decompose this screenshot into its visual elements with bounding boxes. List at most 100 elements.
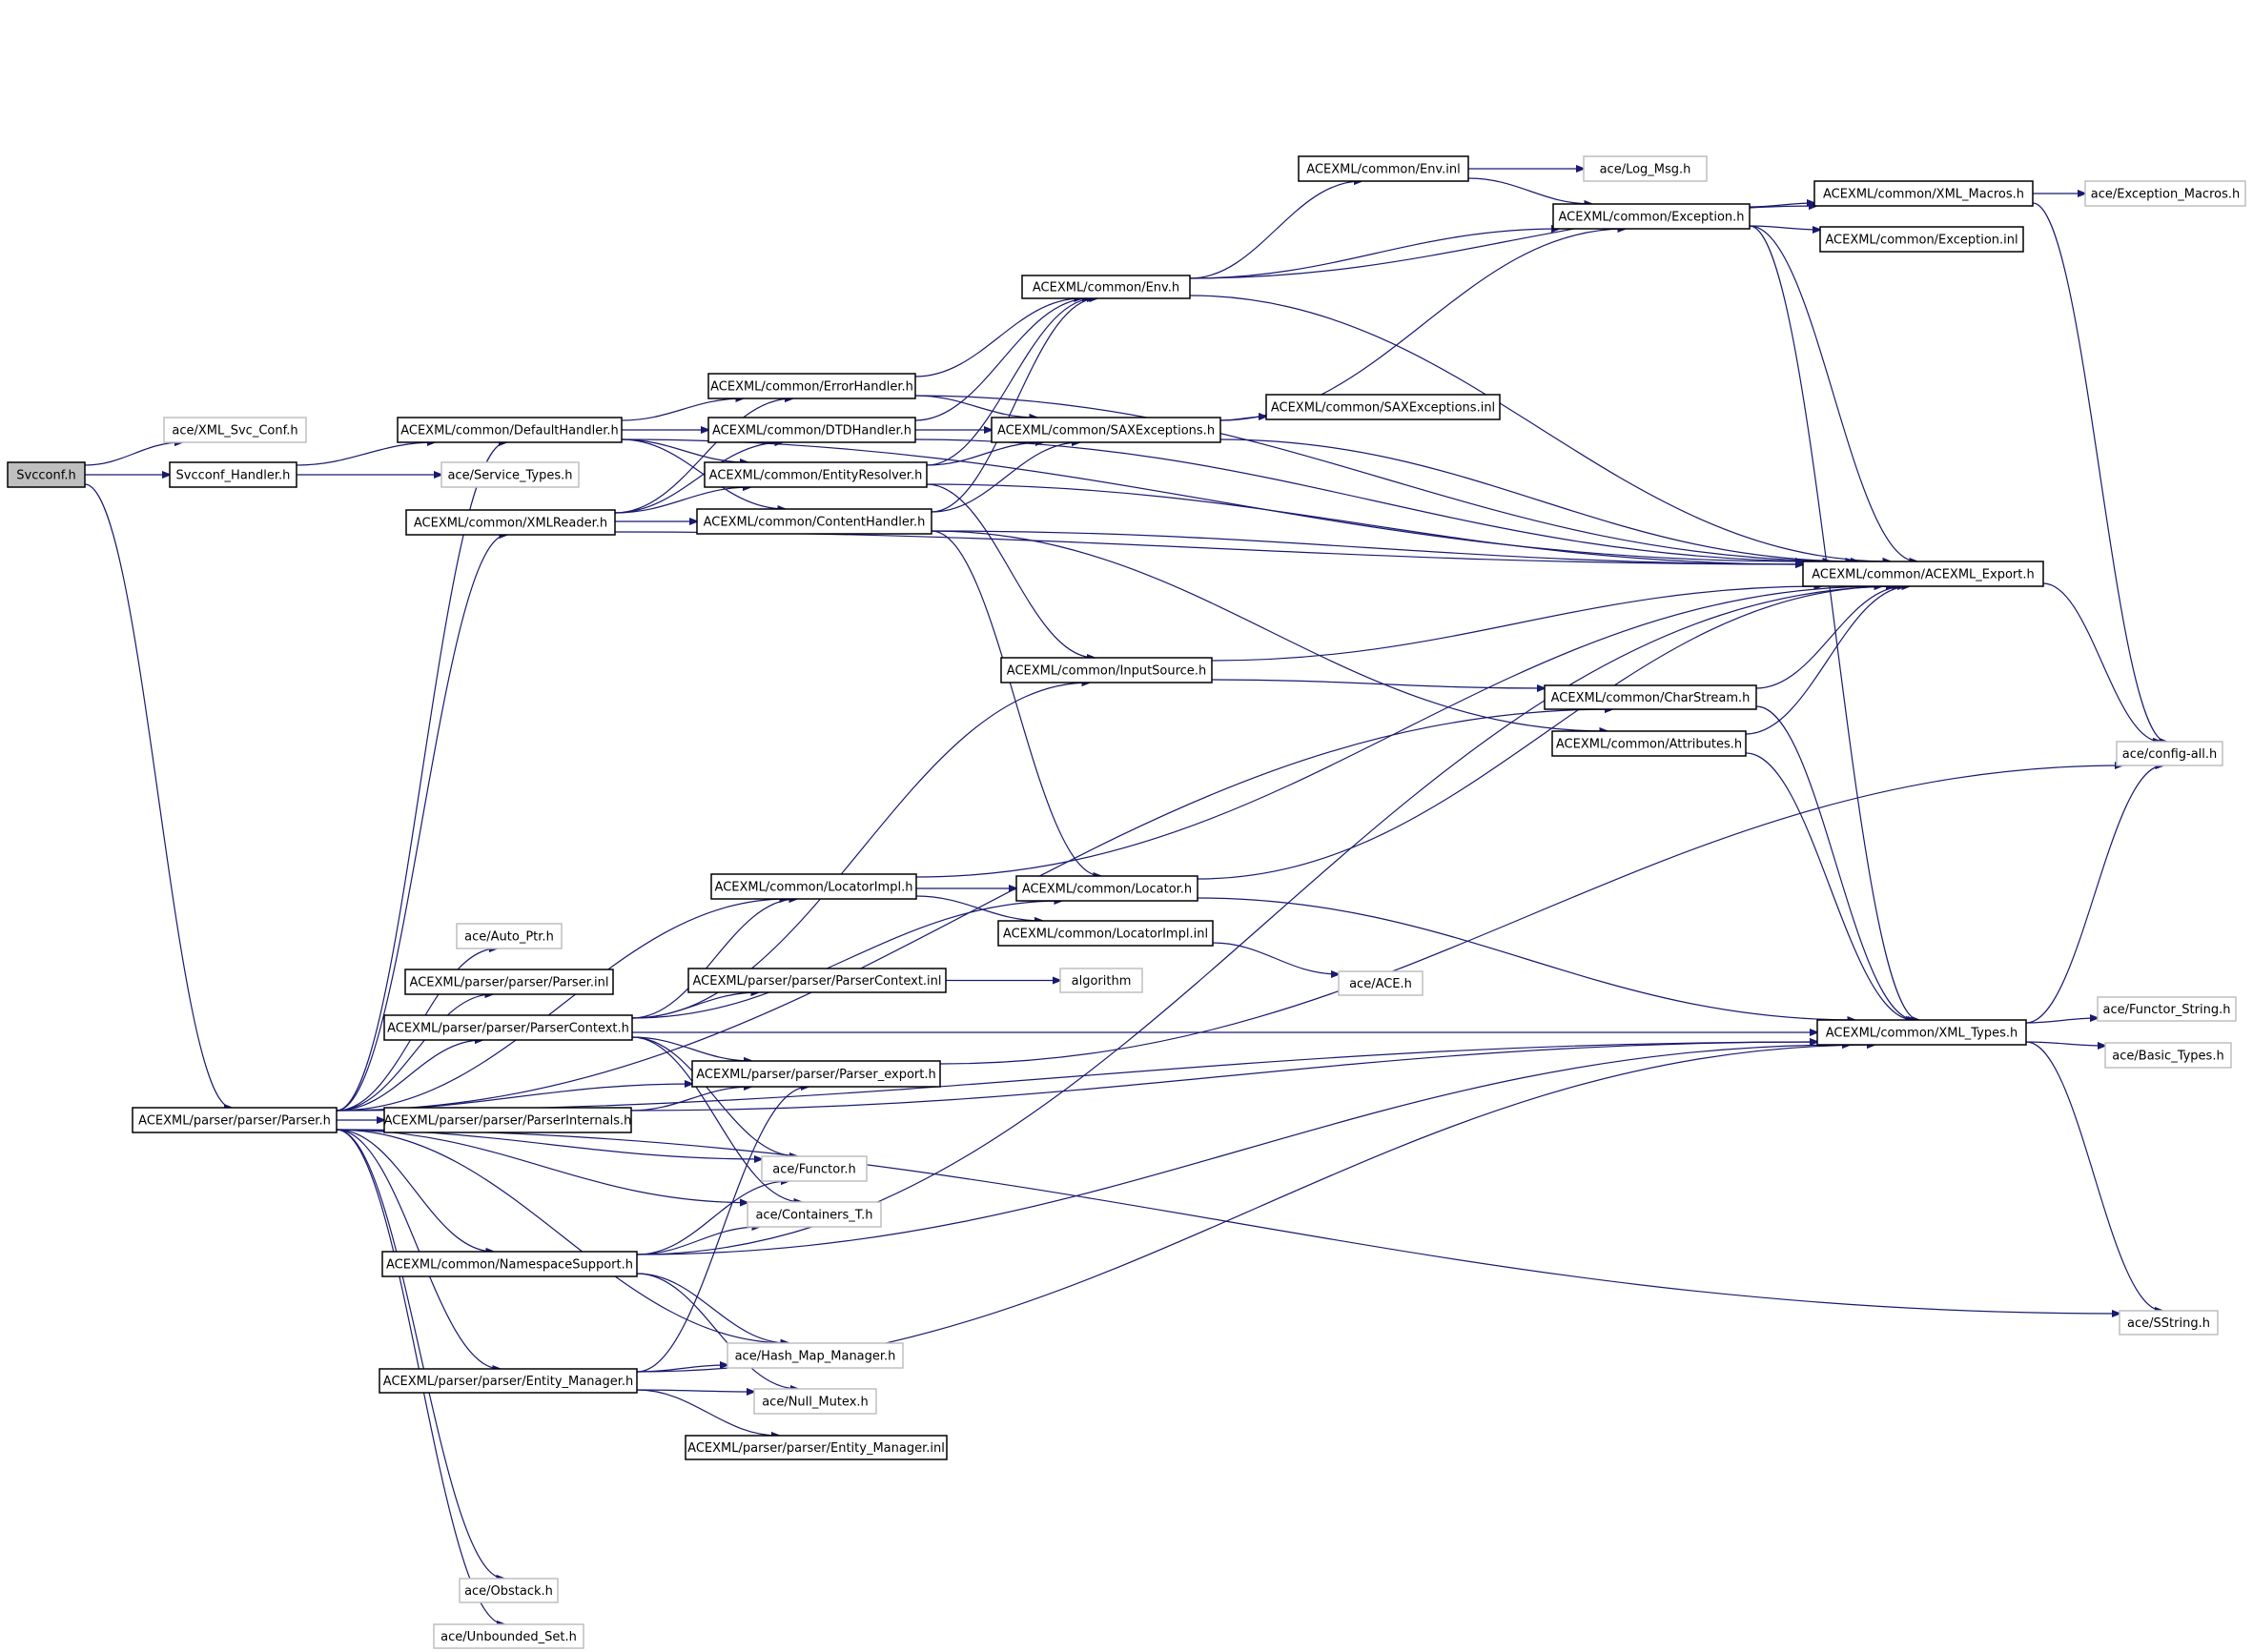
edge-default-handler-to-error-handler (621, 398, 743, 421)
node-xml-reader[interactable]: ACEXML/common/XMLReader.h (405, 509, 616, 536)
node-attributes[interactable]: ACEXML/common/Attributes.h (1551, 730, 1747, 757)
node-box (727, 1342, 904, 1369)
edge-svcconf-to-parser-h (84, 483, 232, 1108)
node-sax-exceptions-inl[interactable]: ACEXML/common/SAXExceptions.inl (1265, 394, 1501, 420)
node-exception-h[interactable]: ACEXML/common/Exception.h (1552, 203, 1751, 230)
edge-parser-h-to-functor (336, 1129, 762, 1159)
node-label: ACEXML/common/NamespaceSupport.h (386, 1258, 633, 1273)
node-label: ace/Hash_Map_Manager.h (735, 1350, 896, 1364)
node-label: ACEXML/common/XML_Macros.h (1823, 188, 2024, 202)
edge-entity-manager-to-entity-manager-inl (636, 1389, 779, 1436)
node-label: ACEXML/common/LocatorImpl.inl (1003, 928, 1208, 942)
edge-parser-context-to-input-source (631, 683, 1090, 1019)
node-parser-export[interactable]: ACEXML/parser/parser/Parser_export.h (691, 1060, 941, 1088)
edge-env-h-to-env-inl (1189, 181, 1362, 279)
node-label: ACEXML/common/CharStream.h (1551, 691, 1751, 705)
node-exception-inl[interactable]: ACEXML/common/Exception.inl (1819, 226, 2024, 253)
node-box (707, 417, 916, 443)
node-locator[interactable]: ACEXML/common/Locator.h (1015, 875, 1198, 902)
node-label: ace/ACE.h (1349, 977, 1412, 991)
node-box (1021, 275, 1191, 299)
edge-namespace-support-to-null-mutex (636, 1273, 798, 1389)
node-box (1265, 394, 1501, 420)
node-sstring: ace/SString.h (2119, 1310, 2219, 1336)
node-containers-t: ace/Containers_T.h (747, 1201, 882, 1228)
edge-error-handler-to-env-h (914, 298, 1081, 377)
node-label: ace/Log_Msg.h (1600, 163, 1691, 177)
edge-error-handler-to-sax-exceptions (914, 395, 1037, 418)
edge-entity-resolver-to-acexml-export (926, 483, 1803, 564)
node-box (696, 508, 932, 535)
node-entity-resolver[interactable]: ACEXML/common/EntityResolver.h (704, 461, 928, 488)
edge-xml-macros-to-config-all (2032, 202, 2166, 742)
edge-namespace-support-to-hash-map-manager (636, 1273, 789, 1343)
edge-xml-types-to-config-all (2025, 765, 2163, 1024)
node-parser-inl[interactable]: ACEXML/parser/parser/Parser.inl (404, 969, 614, 995)
node-label: ACEXML/parser/parser/Parser.inl (410, 976, 609, 990)
node-dtd-handler[interactable]: ACEXML/common/DTDHandler.h (707, 417, 916, 443)
node-parser-internals[interactable]: ACEXML/parser/parser/ParserInternals.h (383, 1107, 632, 1133)
node-content-handler[interactable]: ACEXML/common/ContentHandler.h (696, 508, 932, 535)
node-svcconf-handler[interactable]: Svcconf_Handler.h (169, 461, 297, 488)
node-env-h[interactable]: ACEXML/common/Env.h (1021, 275, 1191, 299)
node-char-stream[interactable]: ACEXML/common/CharStream.h (1544, 684, 1757, 710)
node-box (2116, 741, 2223, 766)
edge-xml-reader-to-error-handler (614, 398, 792, 514)
node-label: ACEXML/common/SAXExceptions.inl (1271, 401, 1495, 416)
node-parser-h[interactable]: ACEXML/parser/parser/Parser.h (132, 1107, 338, 1133)
edge-char-stream-to-acexml-export (1755, 586, 1905, 689)
node-entity-manager-inl[interactable]: ACEXML/parser/parser/Entity_Manager.inl (685, 1435, 948, 1460)
node-exception-macros: ace/Exception_Macros.h (2084, 180, 2246, 207)
node-parser-context[interactable]: ACEXML/parser/parser/ParserContext.h (383, 1014, 633, 1041)
edge-parser-context-to-parser-export (631, 1036, 751, 1061)
edge-input-source-to-acexml-export (1211, 586, 1821, 662)
node-label: ace/Functor_String.h (2103, 1003, 2231, 1017)
node-functor: ace/Functor.h (761, 1155, 868, 1182)
edge-exception-h-to-exception-inl (1749, 225, 1820, 230)
edge-parser-h-to-entity-manager (336, 1129, 500, 1369)
node-box (1552, 203, 1751, 230)
node-entity-manager[interactable]: ACEXML/parser/parser/Entity_Manager.h (379, 1368, 638, 1394)
node-input-source[interactable]: ACEXML/common/InputSource.h (1000, 657, 1213, 683)
node-label: ace/Containers_T.h (755, 1209, 872, 1223)
node-svcconf[interactable]: Svcconf.h (7, 461, 86, 488)
node-label: ace/Exception_Macros.h (2091, 188, 2240, 202)
node-locator-impl[interactable]: ACEXML/common/LocatorImpl.h (710, 873, 917, 900)
node-label: ACEXML/common/InputSource.h (1007, 664, 1206, 679)
node-label: ACEXML/common/Locator.h (1022, 883, 1192, 897)
node-locator-impl-inl[interactable]: ACEXML/common/LocatorImpl.inl (997, 920, 1214, 947)
node-sax-exceptions[interactable]: ACEXML/common/SAXExceptions.h (991, 417, 1221, 443)
node-box (1059, 968, 1143, 993)
node-label: ACEXML/common/ContentHandler.h (704, 516, 926, 530)
edge-xml-reader-to-dtd-handler (614, 442, 783, 514)
edge-content-handler-to-acexml-export (931, 530, 1803, 564)
node-acexml-export[interactable]: ACEXML/common/ACEXML_Export.h (1802, 561, 2044, 587)
node-xml-types[interactable]: ACEXML/common/XML_Types.h (1816, 1019, 2027, 1046)
node-box (1000, 657, 1213, 683)
edge-parser-h-to-parser-inl (336, 994, 493, 1112)
edge-parser-h-to-locator-impl (336, 899, 788, 1112)
node-parser-context-inl[interactable]: ACEXML/parser/parser/ParserContext.inl (687, 968, 947, 993)
edge-locator-impl-to-acexml-export (915, 586, 1882, 878)
node-env-inl[interactable]: ACEXML/common/Env.inl (1298, 155, 1469, 182)
node-null-mutex: ace/Null_Mutex.h (753, 1388, 877, 1415)
node-box (707, 373, 916, 399)
node-label: ace/Null_Mutex.h (762, 1396, 869, 1410)
node-label: ACEXML/common/Exception.inl (1825, 234, 2017, 248)
node-ace-h: ace/ACE.h (1338, 970, 1423, 996)
edge-svcconf-to-xml-svc-conf (84, 442, 182, 466)
node-label: ACEXML/common/ErrorHandler.h (710, 380, 913, 395)
edge-exception-h-to-xml-types (1749, 225, 1919, 1020)
node-box (691, 1060, 941, 1088)
node-label: ACEXML/common/DTDHandler.h (712, 424, 911, 438)
node-box (2084, 180, 2246, 207)
node-label: ACEXML/parser/parser/Entity_Manager.inl (687, 1441, 945, 1456)
edge-content-handler-to-attributes (931, 530, 1608, 731)
node-xml-macros[interactable]: ACEXML/common/XML_Macros.h (1813, 180, 2034, 207)
node-box (1813, 180, 2034, 207)
node-default-handler[interactable]: ACEXML/common/DefaultHandler.h (397, 417, 623, 443)
node-namespace-support[interactable]: ACEXML/common/NamespaceSupport.h (381, 1251, 638, 1277)
node-box (2119, 1310, 2219, 1336)
node-error-handler[interactable]: ACEXML/common/ErrorHandler.h (707, 373, 916, 399)
